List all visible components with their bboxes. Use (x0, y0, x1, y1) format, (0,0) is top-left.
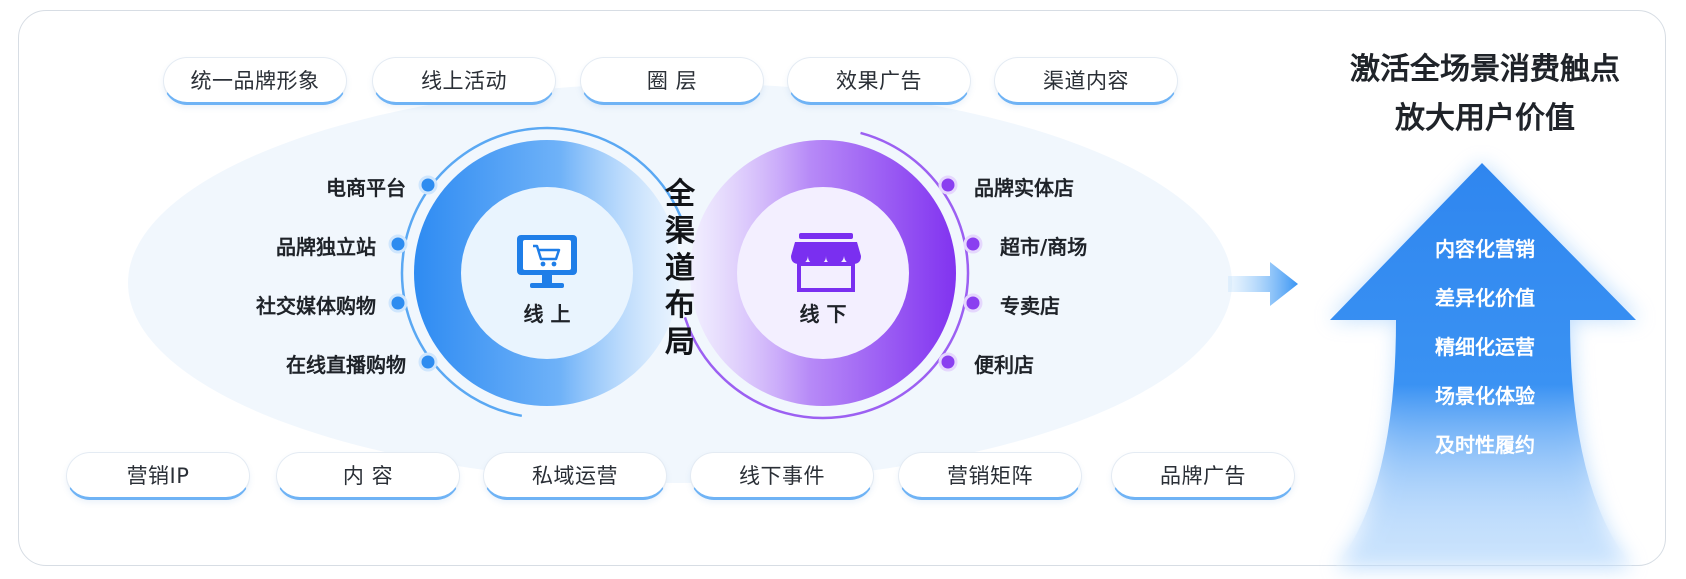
offline-channel-label: 品牌实体店 (974, 176, 1074, 200)
offline-dot (963, 234, 983, 254)
bottom-tag: 营销矩阵 (898, 452, 1082, 500)
arrow-item: 场景化体验 (1435, 384, 1535, 408)
bottom-tag: 内 容 (276, 452, 460, 500)
online-dot (418, 175, 438, 195)
arrow-item: 及时性履约 (1435, 433, 1535, 457)
online-channel-label: 在线直播购物 (286, 353, 406, 377)
top-tag: 效果广告 (787, 57, 971, 105)
center-title: 全渠道布局 (665, 177, 695, 360)
offline-dot (963, 293, 983, 313)
arrow-item: 差异化价值 (1435, 286, 1535, 310)
bottom-tag: 营销IP (66, 452, 250, 500)
big-up-arrow (1330, 163, 1636, 566)
online-dot (388, 293, 408, 313)
online-channel-label: 电商平台 (326, 176, 406, 200)
arrow-item: 内容化营销 (1435, 237, 1535, 261)
headline-line-1: 激活全场景消费触点 (1350, 52, 1620, 87)
online-dot (388, 234, 408, 254)
offline-dot (938, 352, 958, 372)
arrow-item: 精细化运营 (1435, 335, 1535, 359)
offline-dot (938, 175, 958, 195)
bottom-tag: 私域运营 (483, 452, 667, 500)
offline-outer-ring (676, 126, 970, 420)
bottom-tag: 线下事件 (690, 452, 874, 500)
right-arrow (1228, 262, 1298, 306)
top-tag: 圈 层 (580, 57, 764, 105)
offline-inner-disc (737, 187, 909, 359)
offline-hub-label: 线 下 (799, 302, 847, 326)
offline-channel-label: 专卖店 (1000, 294, 1060, 318)
offline-channel-label: 便利店 (974, 353, 1034, 377)
shopping-cart-monitor-icon (517, 235, 577, 288)
top-tag: 线上活动 (372, 57, 556, 105)
offline-channel-label: 超市/商场 (1000, 235, 1088, 259)
top-tag: 渠道内容 (994, 57, 1178, 105)
online-hub-label: 线 上 (523, 302, 571, 326)
online-dot (418, 352, 438, 372)
top-tag: 统一品牌形象 (163, 57, 347, 105)
online-channel-label: 品牌独立站 (276, 235, 376, 259)
storefront-icon (791, 233, 861, 292)
headline-line-2: 放大用户价值 (1395, 101, 1575, 136)
bottom-tag: 品牌广告 (1111, 452, 1295, 500)
online-channel-label: 社交媒体购物 (256, 294, 376, 318)
